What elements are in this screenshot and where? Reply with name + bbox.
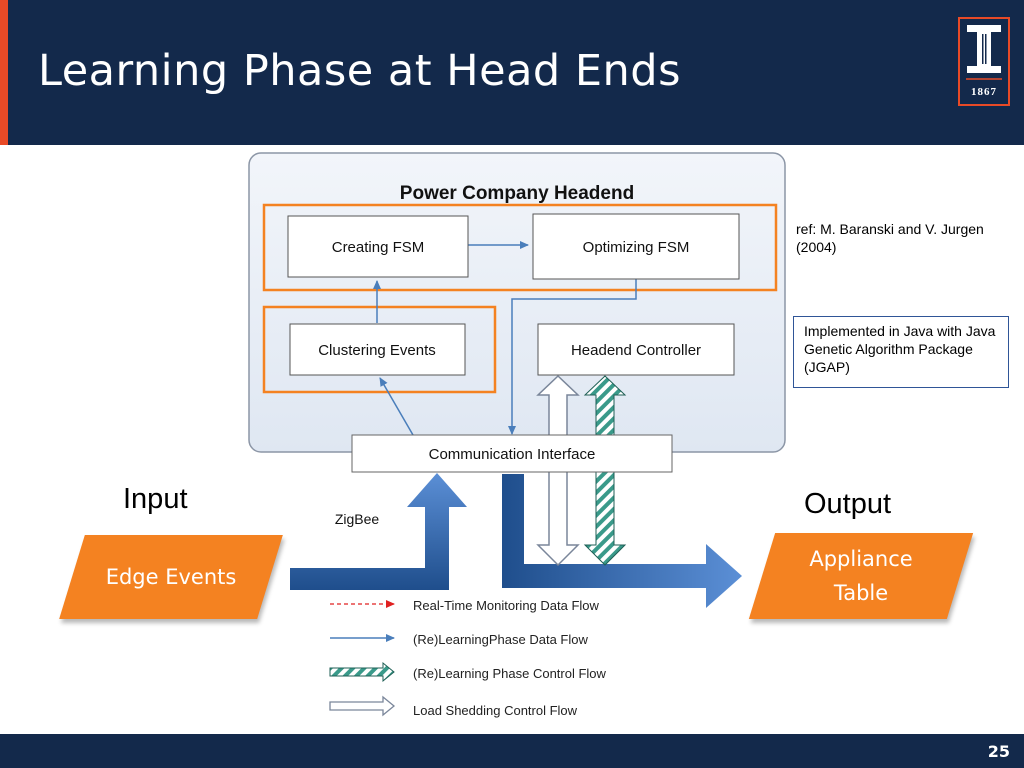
slide-header: Learning Phase at Head Ends 1867 — [0, 0, 1024, 145]
edge-events-label: Edge Events — [105, 565, 237, 589]
reference-note: ref: M. Baranski and V. Jurgen (2004) — [796, 221, 984, 255]
appliance-table-line-2: Table — [833, 581, 889, 605]
column-icon — [966, 25, 1002, 80]
output-label: Output — [804, 488, 892, 520]
clustering-highlight-frame — [262, 305, 497, 394]
headend-title: Power Company Headend — [400, 183, 634, 204]
university-logo: 1867 — [958, 17, 1010, 106]
page-number: 25 — [987, 742, 1010, 761]
zigbee-label: ZigBee — [335, 511, 380, 527]
slide-title: Learning Phase at Head Ends — [38, 46, 682, 96]
optimizing-fsm-label: Optimizing FSM — [583, 239, 690, 256]
creating-fsm-label: Creating FSM — [332, 239, 425, 256]
legend-hollow-arrow — [329, 695, 396, 717]
implementation-note: Implemented in Java with Java Genetic Al… — [793, 316, 1009, 388]
zigbee-input-arrow — [290, 473, 467, 590]
appliance-table-box: Appliance Table — [748, 533, 974, 619]
legend-label-realtime: Real-Time Monitoring Data Flow — [413, 598, 600, 613]
legend-label-learning-control: (Re)Learning Phase Control Flow — [413, 666, 607, 681]
logo-year: 1867 — [971, 86, 997, 98]
legend-label-load-shedding: Load Shedding Control Flow — [413, 703, 578, 718]
appliance-table-label: Appliance Table — [809, 542, 912, 610]
headend-controller-label: Headend Controller — [571, 342, 701, 359]
appliance-table-line-1: Appliance — [809, 547, 913, 571]
fsm-highlight-frame — [262, 203, 778, 292]
headend-controller-box — [537, 323, 735, 376]
legend-hatched-arrow — [329, 661, 395, 683]
clustering-events-box — [289, 323, 466, 376]
output-data-arrow — [502, 474, 742, 608]
slide-footer: 25 — [0, 734, 1024, 768]
interface-to-clustering-arrow — [379, 377, 414, 436]
flow-legend: Real-Time Monitoring Data Flow (Re)Learn… — [329, 598, 607, 718]
legend-label-learning-data: (Re)LearningPhase Data Flow — [413, 632, 588, 647]
clustering-events-label: Clustering Events — [318, 342, 436, 359]
optimizing-to-interface-arrow — [508, 279, 637, 435]
communication-interface-box — [351, 434, 673, 473]
communication-interface-label: Communication Interface — [429, 446, 596, 463]
edge-events-box: Edge Events — [59, 535, 283, 619]
creating-fsm-box — [287, 215, 469, 278]
input-label: Input — [123, 483, 188, 515]
header-accent-bar — [0, 0, 8, 145]
optimizing-fsm-box — [532, 213, 740, 280]
